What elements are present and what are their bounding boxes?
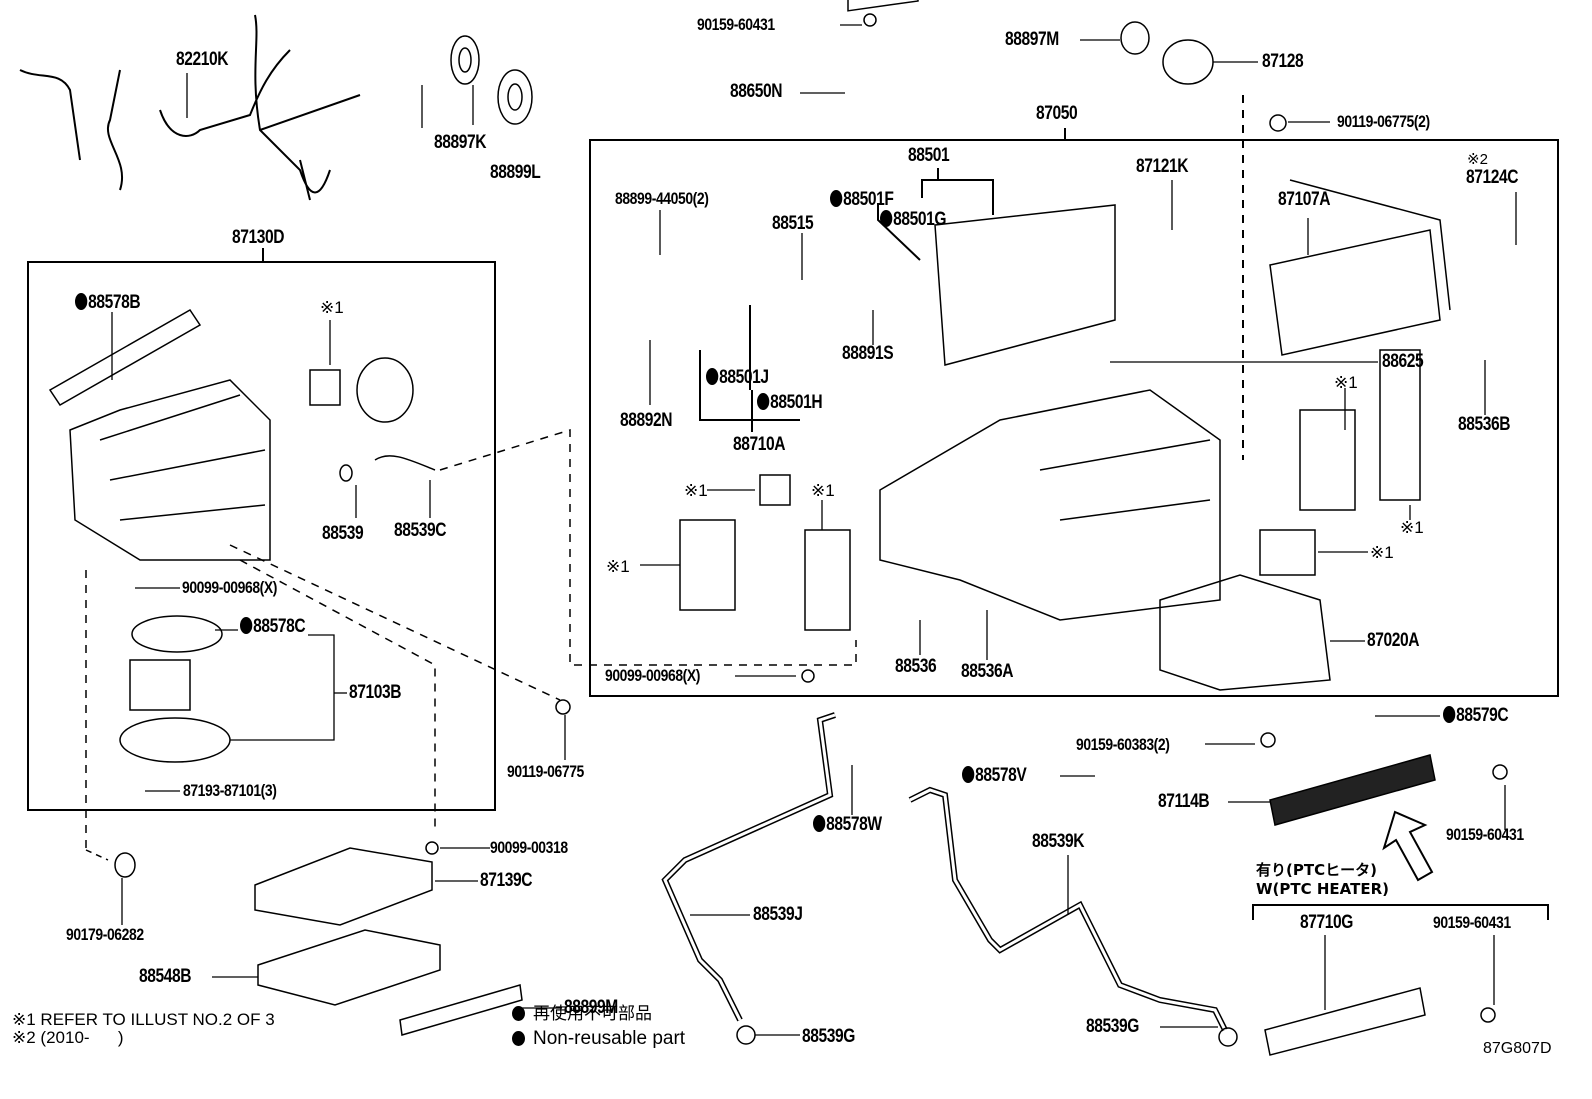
- part-label-87114B[interactable]: 87114B: [1158, 791, 1210, 812]
- ref-mark-1: ※1: [606, 557, 630, 576]
- part-label-90179-06282[interactable]: 90179-06282: [66, 925, 144, 944]
- part-label-88539C[interactable]: 88539C: [394, 520, 447, 541]
- part-label-88536A[interactable]: 88536A: [961, 661, 1014, 682]
- part-label-88501[interactable]: 88501: [908, 145, 950, 166]
- part-label-88899L[interactable]: 88899L: [490, 162, 541, 183]
- nonreusable-dot: [75, 293, 88, 310]
- part-label-88501J[interactable]: 88501J: [706, 368, 769, 388]
- ref-mark-1: ※1: [811, 481, 835, 500]
- nonreusable-dot: [706, 368, 719, 385]
- part-label-88899M[interactable]: 88899M: [564, 997, 618, 1018]
- part-label-90099-00968-right[interactable]: 90099-00968(X): [605, 666, 701, 685]
- ref-mark-1: ※1: [684, 481, 708, 500]
- ptc-heater-note-en: W(PTC HEATER): [1256, 880, 1389, 898]
- part-label-88539[interactable]: 88539: [322, 523, 364, 544]
- part-label-87121K[interactable]: 87121K: [1136, 156, 1189, 177]
- part-label-90159-60431-mid[interactable]: 90159-60431: [1446, 825, 1524, 844]
- part-label-88579C[interactable]: 88579C: [1443, 705, 1509, 726]
- part-label-90119-06775-2[interactable]: 90119-06775(2): [1337, 112, 1430, 131]
- part-label-88578V[interactable]: 88578V: [962, 765, 1027, 786]
- part-label-88897K[interactable]: 88897K: [434, 132, 487, 153]
- part-label-90159-60431-top[interactable]: 90159-60431: [697, 15, 775, 34]
- nonreusable-dot: [240, 617, 253, 634]
- part-label-90099-00318[interactable]: 90099-00318: [490, 838, 568, 857]
- part-label-88539J[interactable]: 88539J: [753, 904, 803, 925]
- ref-mark-1: ※1: [1400, 518, 1424, 537]
- part-number: 88579C: [1456, 705, 1509, 726]
- nonreusable-dot: [830, 190, 843, 207]
- ref-mark-1: ※1: [1334, 373, 1358, 392]
- part-label-88539G-right[interactable]: 88539G: [1086, 1016, 1139, 1037]
- nonreusable-dot: [880, 210, 893, 227]
- nonreusable-dot: [512, 1006, 525, 1021]
- ref-mark-2: ※2: [1467, 151, 1488, 168]
- part-label-88501F[interactable]: 88501F: [830, 190, 894, 210]
- legend-text: Non-reusable part: [533, 1028, 686, 1049]
- part-label-88897M[interactable]: 88897M: [1005, 29, 1059, 50]
- part-label-88578W[interactable]: 88578W: [813, 815, 882, 835]
- part-label-88536B[interactable]: 88536B: [1458, 414, 1511, 435]
- part-number: 88501J: [719, 367, 769, 388]
- part-label-87710G[interactable]: 87710G: [1300, 912, 1353, 933]
- nonreusable-dot: [962, 766, 975, 783]
- part-label-88899-44050[interactable]: 88899-44050(2): [615, 189, 709, 208]
- part-label-90159-60383[interactable]: 90159-60383(2): [1076, 735, 1170, 754]
- leader-lines: [111, 24, 1517, 1036]
- part-number: 88578C: [253, 616, 306, 637]
- part-label-90119-06775[interactable]: 90119-06775: [507, 762, 584, 781]
- part-label-82210K[interactable]: 82210K: [176, 49, 229, 70]
- footnote-ref1: ※1 REFER TO ILLUST NO.2 OF 3: [12, 1010, 275, 1029]
- nonreusable-dot: [512, 1031, 525, 1046]
- nonreusable-dot: [757, 393, 770, 410]
- part-label-88578C[interactable]: 88578C: [240, 616, 306, 637]
- ref-mark-1: ※1: [320, 298, 344, 317]
- part-label-87139C[interactable]: 87139C: [480, 870, 533, 891]
- part-label-87050[interactable]: 87050: [1036, 103, 1078, 124]
- nonreusable-dot: [813, 815, 826, 832]
- part-number: 88501H: [770, 392, 823, 413]
- part-label-88548B[interactable]: 88548B: [139, 966, 192, 987]
- ref-mark-1: ※1: [1370, 543, 1394, 562]
- part-label-88515[interactable]: 88515: [772, 213, 814, 234]
- part-label-87124C[interactable]: 87124C: [1466, 167, 1519, 188]
- part-label-87020A[interactable]: 87020A: [1367, 630, 1420, 651]
- part-illustrations: [19, 0, 1508, 1056]
- legend-text: 再使用不可部品: [533, 1004, 652, 1023]
- part-number: 88578B: [88, 292, 141, 313]
- part-label-87130D[interactable]: 87130D: [232, 227, 285, 248]
- part-label-88625[interactable]: 88625: [1382, 351, 1424, 372]
- nonreusable-dot: [1443, 706, 1456, 723]
- part-label-90099-00968-left[interactable]: 90099-00968(X): [182, 578, 278, 597]
- part-label-88892N[interactable]: 88892N: [620, 410, 673, 431]
- blower-assembly-frame: [27, 261, 496, 811]
- part-label-90159-60431-bot[interactable]: 90159-60431: [1433, 913, 1511, 932]
- part-label-87107A[interactable]: 87107A: [1278, 189, 1331, 210]
- part-label-88539K[interactable]: 88539K: [1032, 831, 1085, 852]
- part-label-88501G[interactable]: 88501G: [880, 209, 947, 230]
- part-number: 88578W: [826, 814, 882, 835]
- part-number: 88578V: [975, 765, 1027, 786]
- heater-unit-frame: [589, 139, 1559, 697]
- part-label-87103B[interactable]: 87103B: [349, 682, 402, 703]
- legend-nonreusable-jp: 再使用不可部品: [512, 1004, 652, 1024]
- illustration-code: 87G807D: [1483, 1040, 1552, 1057]
- legend-nonreusable-en: Non-reusable part: [512, 1029, 685, 1049]
- part-label-88578B[interactable]: 88578B: [75, 292, 141, 313]
- part-label-88650N[interactable]: 88650N: [730, 81, 783, 102]
- part-number: 88501G: [893, 209, 947, 230]
- part-label-88539G-left[interactable]: 88539G: [802, 1026, 855, 1047]
- part-label-87193-87101[interactable]: 87193-87101(3): [183, 781, 277, 800]
- part-number: 88501F: [843, 189, 894, 210]
- part-label-88501H[interactable]: 88501H: [757, 392, 823, 413]
- part-label-88536[interactable]: 88536: [895, 656, 937, 677]
- part-label-87128[interactable]: 87128: [1262, 51, 1304, 72]
- part-label-88710A[interactable]: 88710A: [733, 434, 786, 455]
- footnote-ref2: ※2 (2010- ): [12, 1028, 124, 1047]
- ptc-heater-note-jp: 有り(PTCヒータ): [1256, 861, 1377, 879]
- part-label-88891S[interactable]: 88891S: [842, 343, 894, 364]
